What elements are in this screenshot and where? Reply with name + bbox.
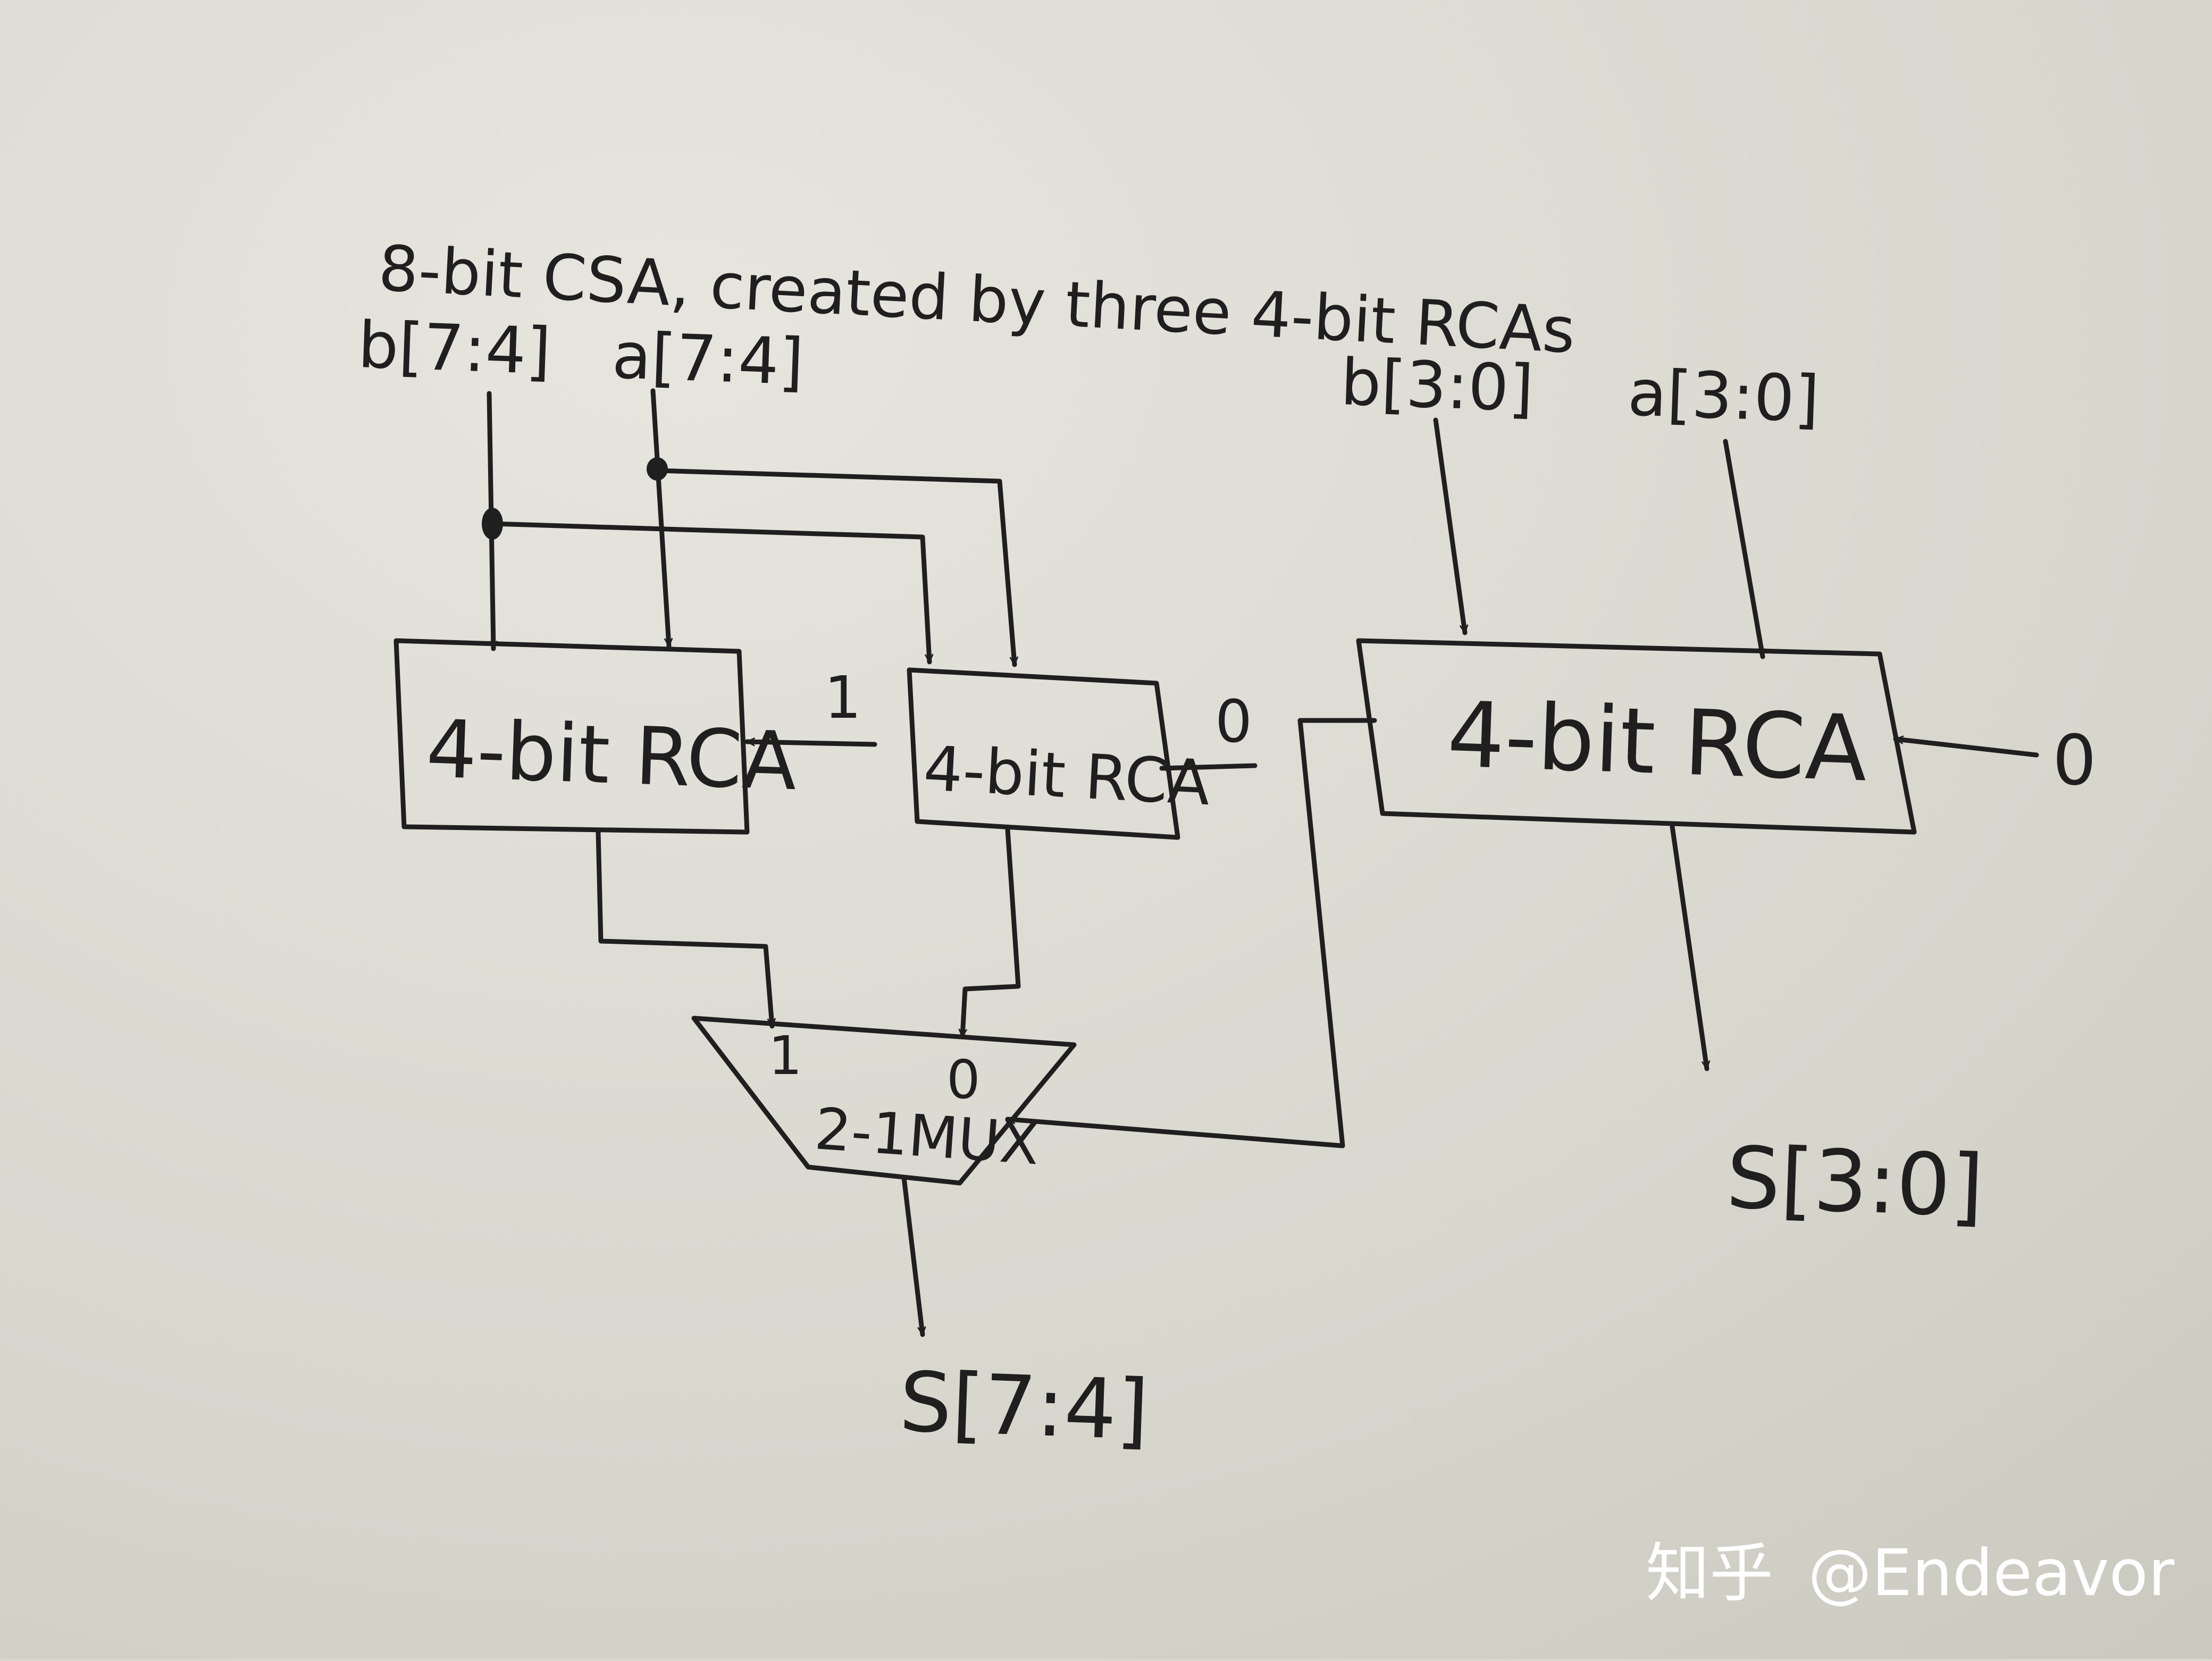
- mux-block: 2-1MUX 1 0: [691, 1016, 1077, 1186]
- wire-rca-carry0-to-mux-in0: [962, 827, 1021, 1039]
- input-label-a-high: a[7:4]: [611, 319, 805, 399]
- mux-input-1-label: 1: [768, 1025, 802, 1087]
- watermark-author: @Endeavor: [1808, 1537, 2175, 1610]
- mux-label: 2-1MUX: [812, 1096, 1041, 1178]
- input-label-b-low: b[3:0]: [1339, 346, 1535, 426]
- mux-input-0-label: 0: [946, 1048, 981, 1111]
- wire-a-low-to-rca-low: [1723, 439, 1763, 659]
- input-label-a-low: a[3:0]: [1627, 356, 1821, 437]
- carry-in-0-mid-label: 0: [1215, 687, 1252, 756]
- rca-carry0-label: 4-bit RCA: [922, 733, 1212, 819]
- wire-a-high-to-rca-carry1: [650, 388, 669, 649]
- carry-in-0-low-label: 0: [2052, 720, 2097, 801]
- rca-carry1-label: 4-bit RCA: [425, 703, 799, 808]
- wire-rca-carry1-to-mux-in1: [596, 829, 772, 1029]
- wire-mux-to-s-high: [901, 1175, 923, 1337]
- junction-dot-a-high: [647, 457, 668, 481]
- rca-carry1-block: 4-bit RCA: [393, 638, 799, 835]
- output-label-s-high: S[7:4]: [898, 1354, 1151, 1458]
- watermark-platform: 知乎: [1646, 1537, 1773, 1610]
- wires: [487, 388, 2039, 1337]
- wire-b-low-to-rca-low: [1433, 417, 1465, 635]
- wire-carry-in-0-mid: [1159, 763, 1258, 768]
- wire-rca-low-to-s-low: [1670, 824, 1707, 1071]
- rca-low-label: 4-bit RCA: [1446, 682, 1869, 802]
- output-label-s-low: S[3:0]: [1725, 1128, 1985, 1236]
- input-label-b-high: b[7:4]: [357, 308, 552, 389]
- junction-dot-b-high: [482, 508, 503, 540]
- wire-carry-out-to-mux-select: [1005, 718, 1377, 1148]
- wire-carry-in-0-low: [1893, 739, 2039, 758]
- wire-carry-in-1: [744, 742, 877, 747]
- rca-low-block: 4-bit RCA: [1356, 638, 1917, 835]
- carry-in-1-label: 1: [824, 664, 861, 732]
- wire-b-high-to-rca-carry0: [491, 521, 929, 665]
- wire-a-high-to-rca-carry0: [656, 468, 1015, 667]
- watermark: 知乎 @Endeavor: [1646, 1537, 2175, 1610]
- rca-carry0-block: 4-bit RCA: [907, 667, 1212, 840]
